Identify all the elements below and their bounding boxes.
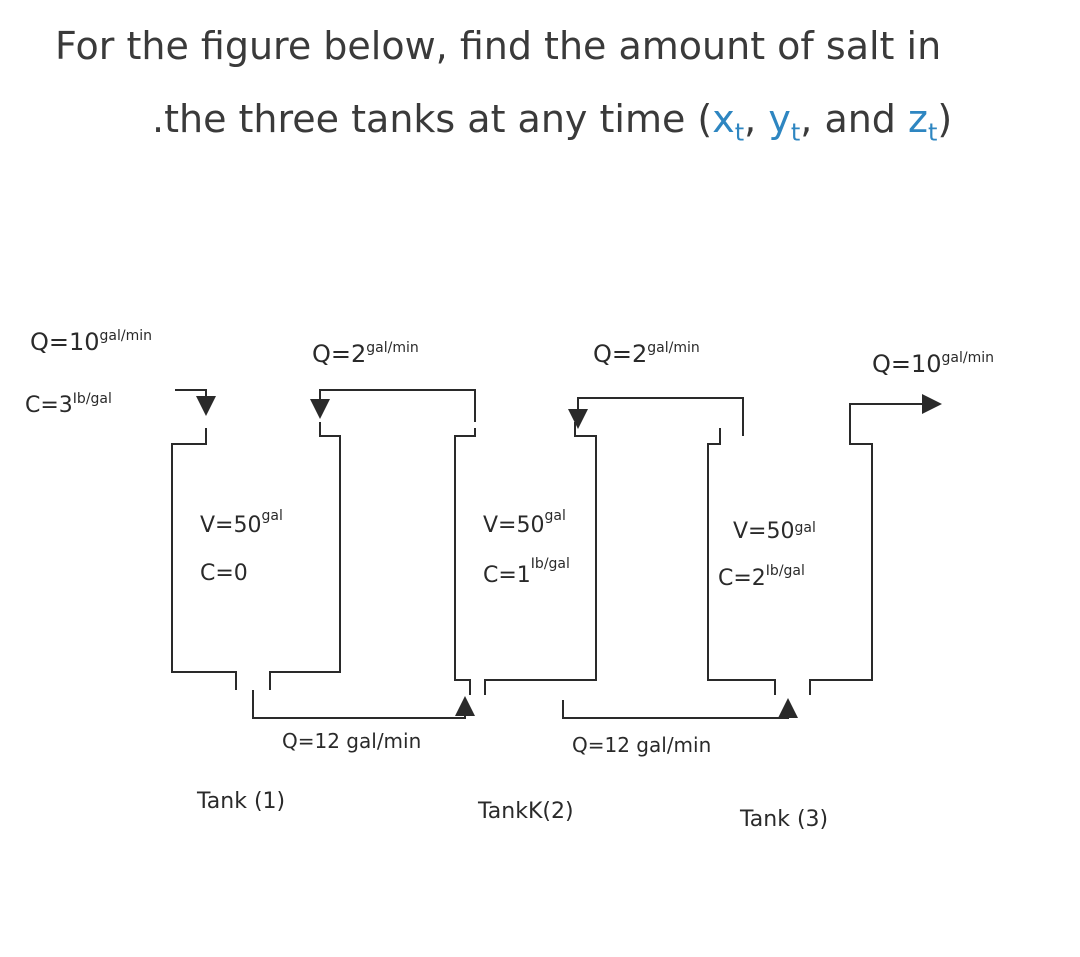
question-line-1: For the figure below, find the amount of… bbox=[55, 24, 942, 68]
question-prefix: .the three tanks at any time ( bbox=[152, 97, 713, 141]
variable-z: zt bbox=[908, 97, 938, 147]
tank-2-name: TankK(2) bbox=[477, 799, 574, 824]
inflow-pipe bbox=[175, 389, 216, 416]
question-line-2: .the three tanks at any time (xt, yt, an… bbox=[152, 97, 953, 147]
outflow-pipe bbox=[849, 394, 942, 428]
tank-3-concentration: C=2Ib/gal bbox=[718, 563, 805, 591]
tank-2-body bbox=[454, 422, 597, 695]
pipe-t2-to-t1 bbox=[310, 389, 476, 422]
variable-y: yt bbox=[768, 97, 801, 147]
variable-x: xt bbox=[712, 97, 745, 147]
tank-2-volume: V=50gal bbox=[483, 508, 566, 538]
flow-t2-t3-label: Q=12 gal/min bbox=[572, 733, 711, 757]
inflow-c-label: C=3Ib/gal bbox=[25, 391, 112, 418]
tank-1-name: Tank (1) bbox=[196, 789, 285, 814]
flow-t1-t2-label: Q=12 gal/min bbox=[282, 729, 421, 753]
tank-3-body bbox=[707, 428, 873, 695]
inflow-q-label: Q=10gal/min bbox=[30, 328, 152, 356]
tank-1-body bbox=[171, 422, 341, 690]
tank-1-volume: V=50gal bbox=[200, 508, 283, 538]
tank-2-concentration: C=1Ib/gal bbox=[483, 556, 570, 588]
tank-3-volume: V=50gal bbox=[733, 519, 816, 544]
outflow-label: Q=10gal/min bbox=[872, 350, 994, 378]
pipe-t1-to-t2 bbox=[252, 690, 475, 719]
flow-t2-t1-label: Q=2gal/min bbox=[312, 340, 419, 368]
pipe-t2-to-t3 bbox=[562, 698, 798, 719]
tank-1-concentration: C=0 bbox=[200, 561, 248, 586]
pipe-t3-to-t2 bbox=[568, 397, 744, 436]
flow-t3-t2-label: Q=2gal/min bbox=[593, 340, 700, 368]
tank-3-name: Tank (3) bbox=[739, 807, 828, 832]
